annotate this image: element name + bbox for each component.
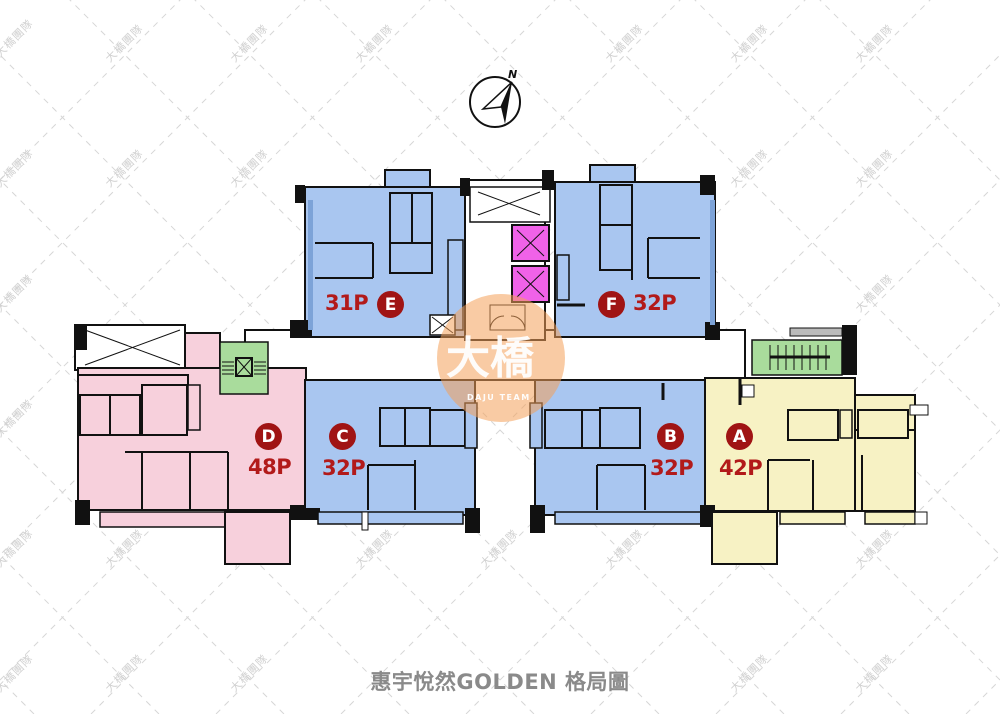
brand-logo-circle (437, 294, 565, 422)
unit-f-badge: F (598, 291, 625, 318)
unit-a-size: 42P (719, 456, 763, 480)
unit-d-size: 48P (248, 455, 292, 479)
unit-f-plan (554, 164, 720, 340)
unit-b-size: 32P (650, 456, 694, 480)
north-compass-icon: N (469, 68, 521, 128)
unit-c-plan (300, 379, 480, 533)
unit-c-badge: C (329, 423, 356, 450)
brand-logo-subtext: DAJU TEAM (467, 393, 531, 402)
brand-logo-text: 大橋 (446, 333, 534, 384)
unit-b-badge: B (657, 423, 684, 450)
unit-f-size: 32P (633, 291, 677, 315)
floor-plan-caption: 惠宇悅然GOLDEN 格局圖 (370, 670, 630, 694)
unit-e-size: 31P (325, 291, 369, 315)
unit-d-badge: D (255, 423, 282, 450)
unit-a-plan (700, 377, 929, 565)
compass-north-label: N (508, 68, 517, 81)
unit-a-badge: A (726, 423, 753, 450)
unit-b-plan (529, 379, 706, 533)
unit-c-size: 32P (322, 456, 366, 480)
unit-e-badge: E (377, 291, 404, 318)
